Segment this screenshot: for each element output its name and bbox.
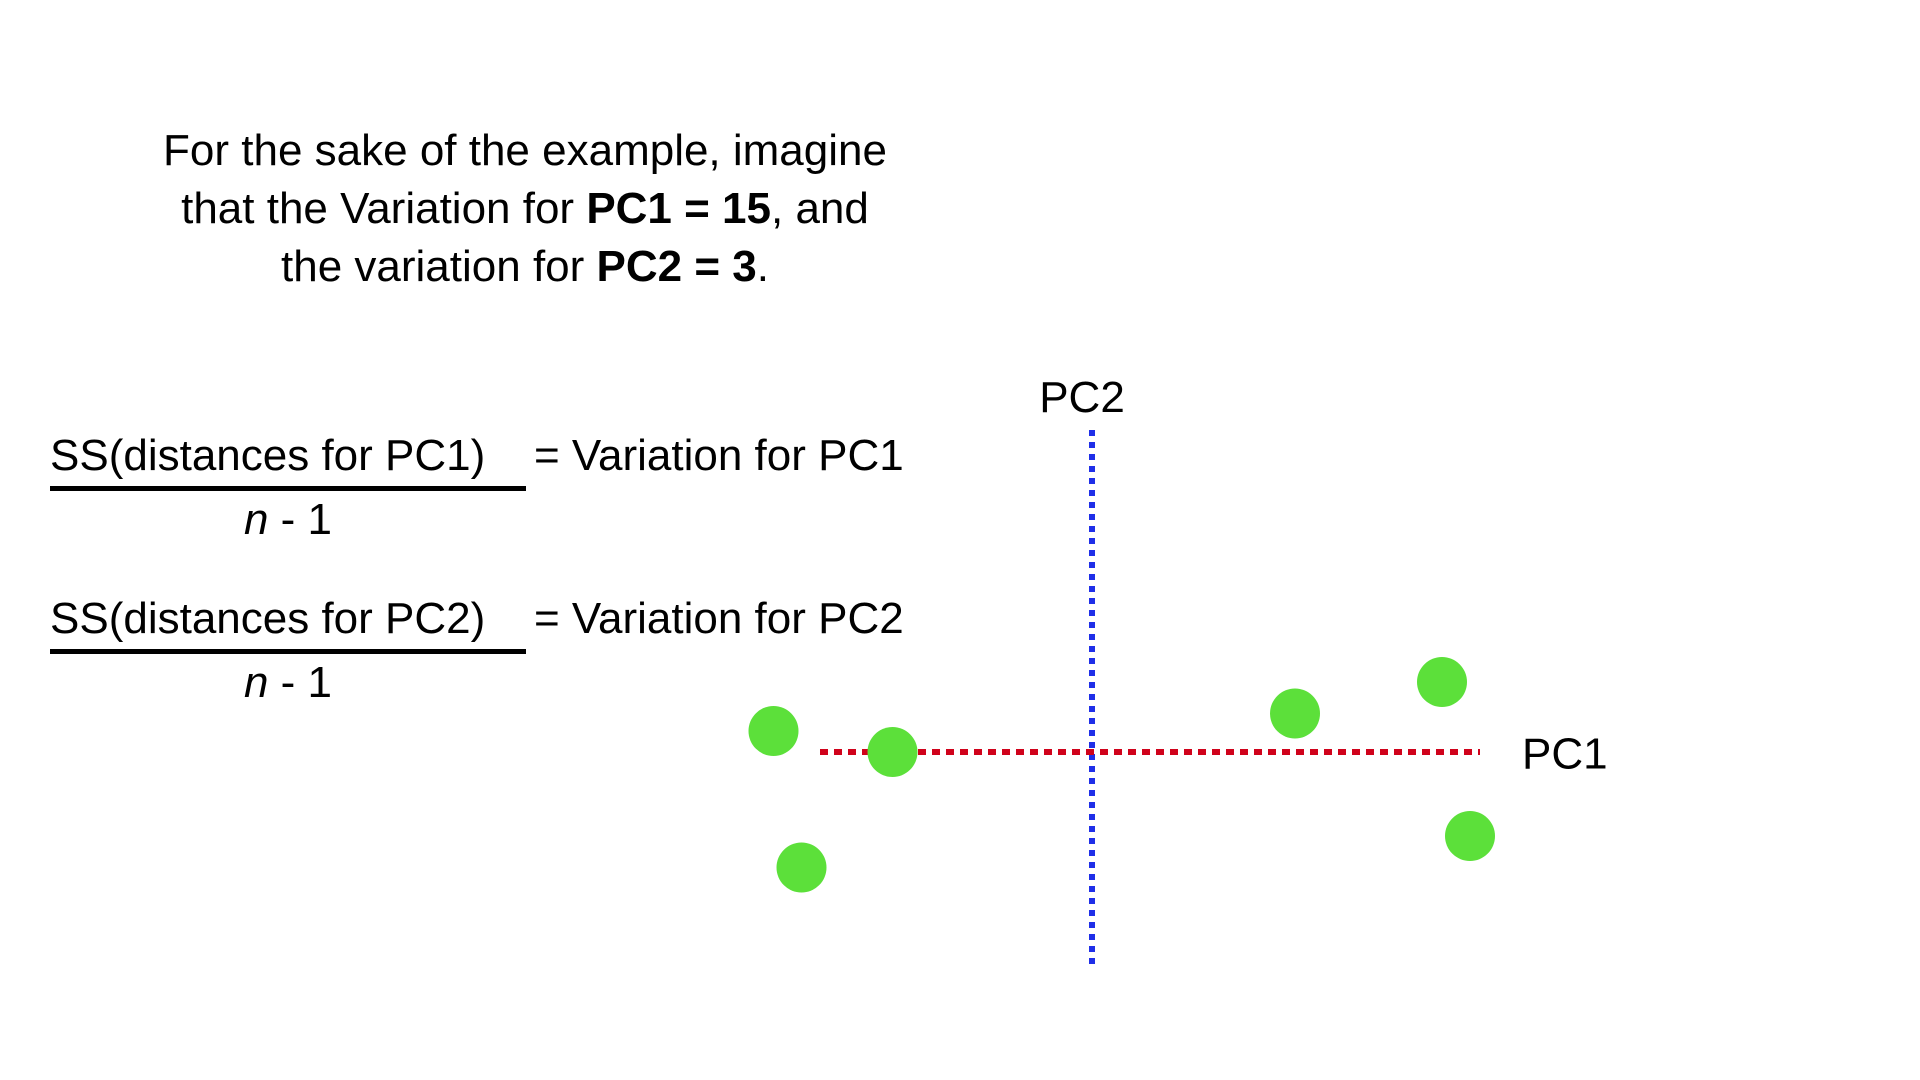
pc2-axis-label: PC2 bbox=[1039, 373, 1125, 422]
intro-line-3-text: the variation for bbox=[281, 242, 597, 291]
intro-line-2-tail: , and bbox=[771, 184, 869, 233]
formula-pc2-denominator: n - 1 bbox=[50, 657, 526, 709]
data-point-6 bbox=[1445, 811, 1495, 861]
formula-pc2-result: = Variation for PC2 bbox=[534, 594, 904, 643]
data-point-2 bbox=[867, 727, 918, 777]
formula-pc2-numerator: SS(distances for PC2) bbox=[50, 594, 486, 643]
formula-pc1-n: n bbox=[243, 495, 269, 544]
intro-line-2-text: that the Variation for bbox=[181, 184, 587, 233]
formula-pc1-denominator: n - 1 bbox=[50, 494, 526, 546]
data-point-5 bbox=[1417, 657, 1467, 707]
formula-pc1-numerator: SS(distances for PC1) bbox=[50, 431, 486, 480]
formula-pc2-n: n bbox=[243, 658, 269, 707]
intro-line-3-tail: . bbox=[756, 242, 769, 291]
formula-pc1-result: = Variation for PC1 bbox=[534, 431, 904, 480]
pc1-variation-value: PC1 = 15 bbox=[586, 184, 771, 233]
intro-line-3: the variation for PC2 = 3. bbox=[70, 238, 980, 296]
data-points bbox=[748, 657, 1495, 893]
data-point-4 bbox=[1270, 688, 1320, 739]
intro-line-1: For the sake of the example, imagine bbox=[163, 126, 887, 175]
data-point-1 bbox=[748, 706, 799, 756]
pc1-axis-label: PC1 bbox=[1522, 730, 1608, 779]
intro-text: For the sake of the example, imagine tha… bbox=[70, 122, 980, 296]
data-point-3 bbox=[776, 842, 827, 893]
formula-pc1-fraction-bar bbox=[50, 486, 526, 491]
pc2-variation-value: PC2 = 3 bbox=[596, 242, 757, 291]
intro-line-2: that the Variation for PC1 = 15, and bbox=[70, 180, 980, 238]
formula-pc2-fraction-bar bbox=[50, 649, 526, 654]
formula-pc2-minus-one: - 1 bbox=[268, 658, 333, 707]
formula-pc1-minus-one: - 1 bbox=[268, 495, 333, 544]
